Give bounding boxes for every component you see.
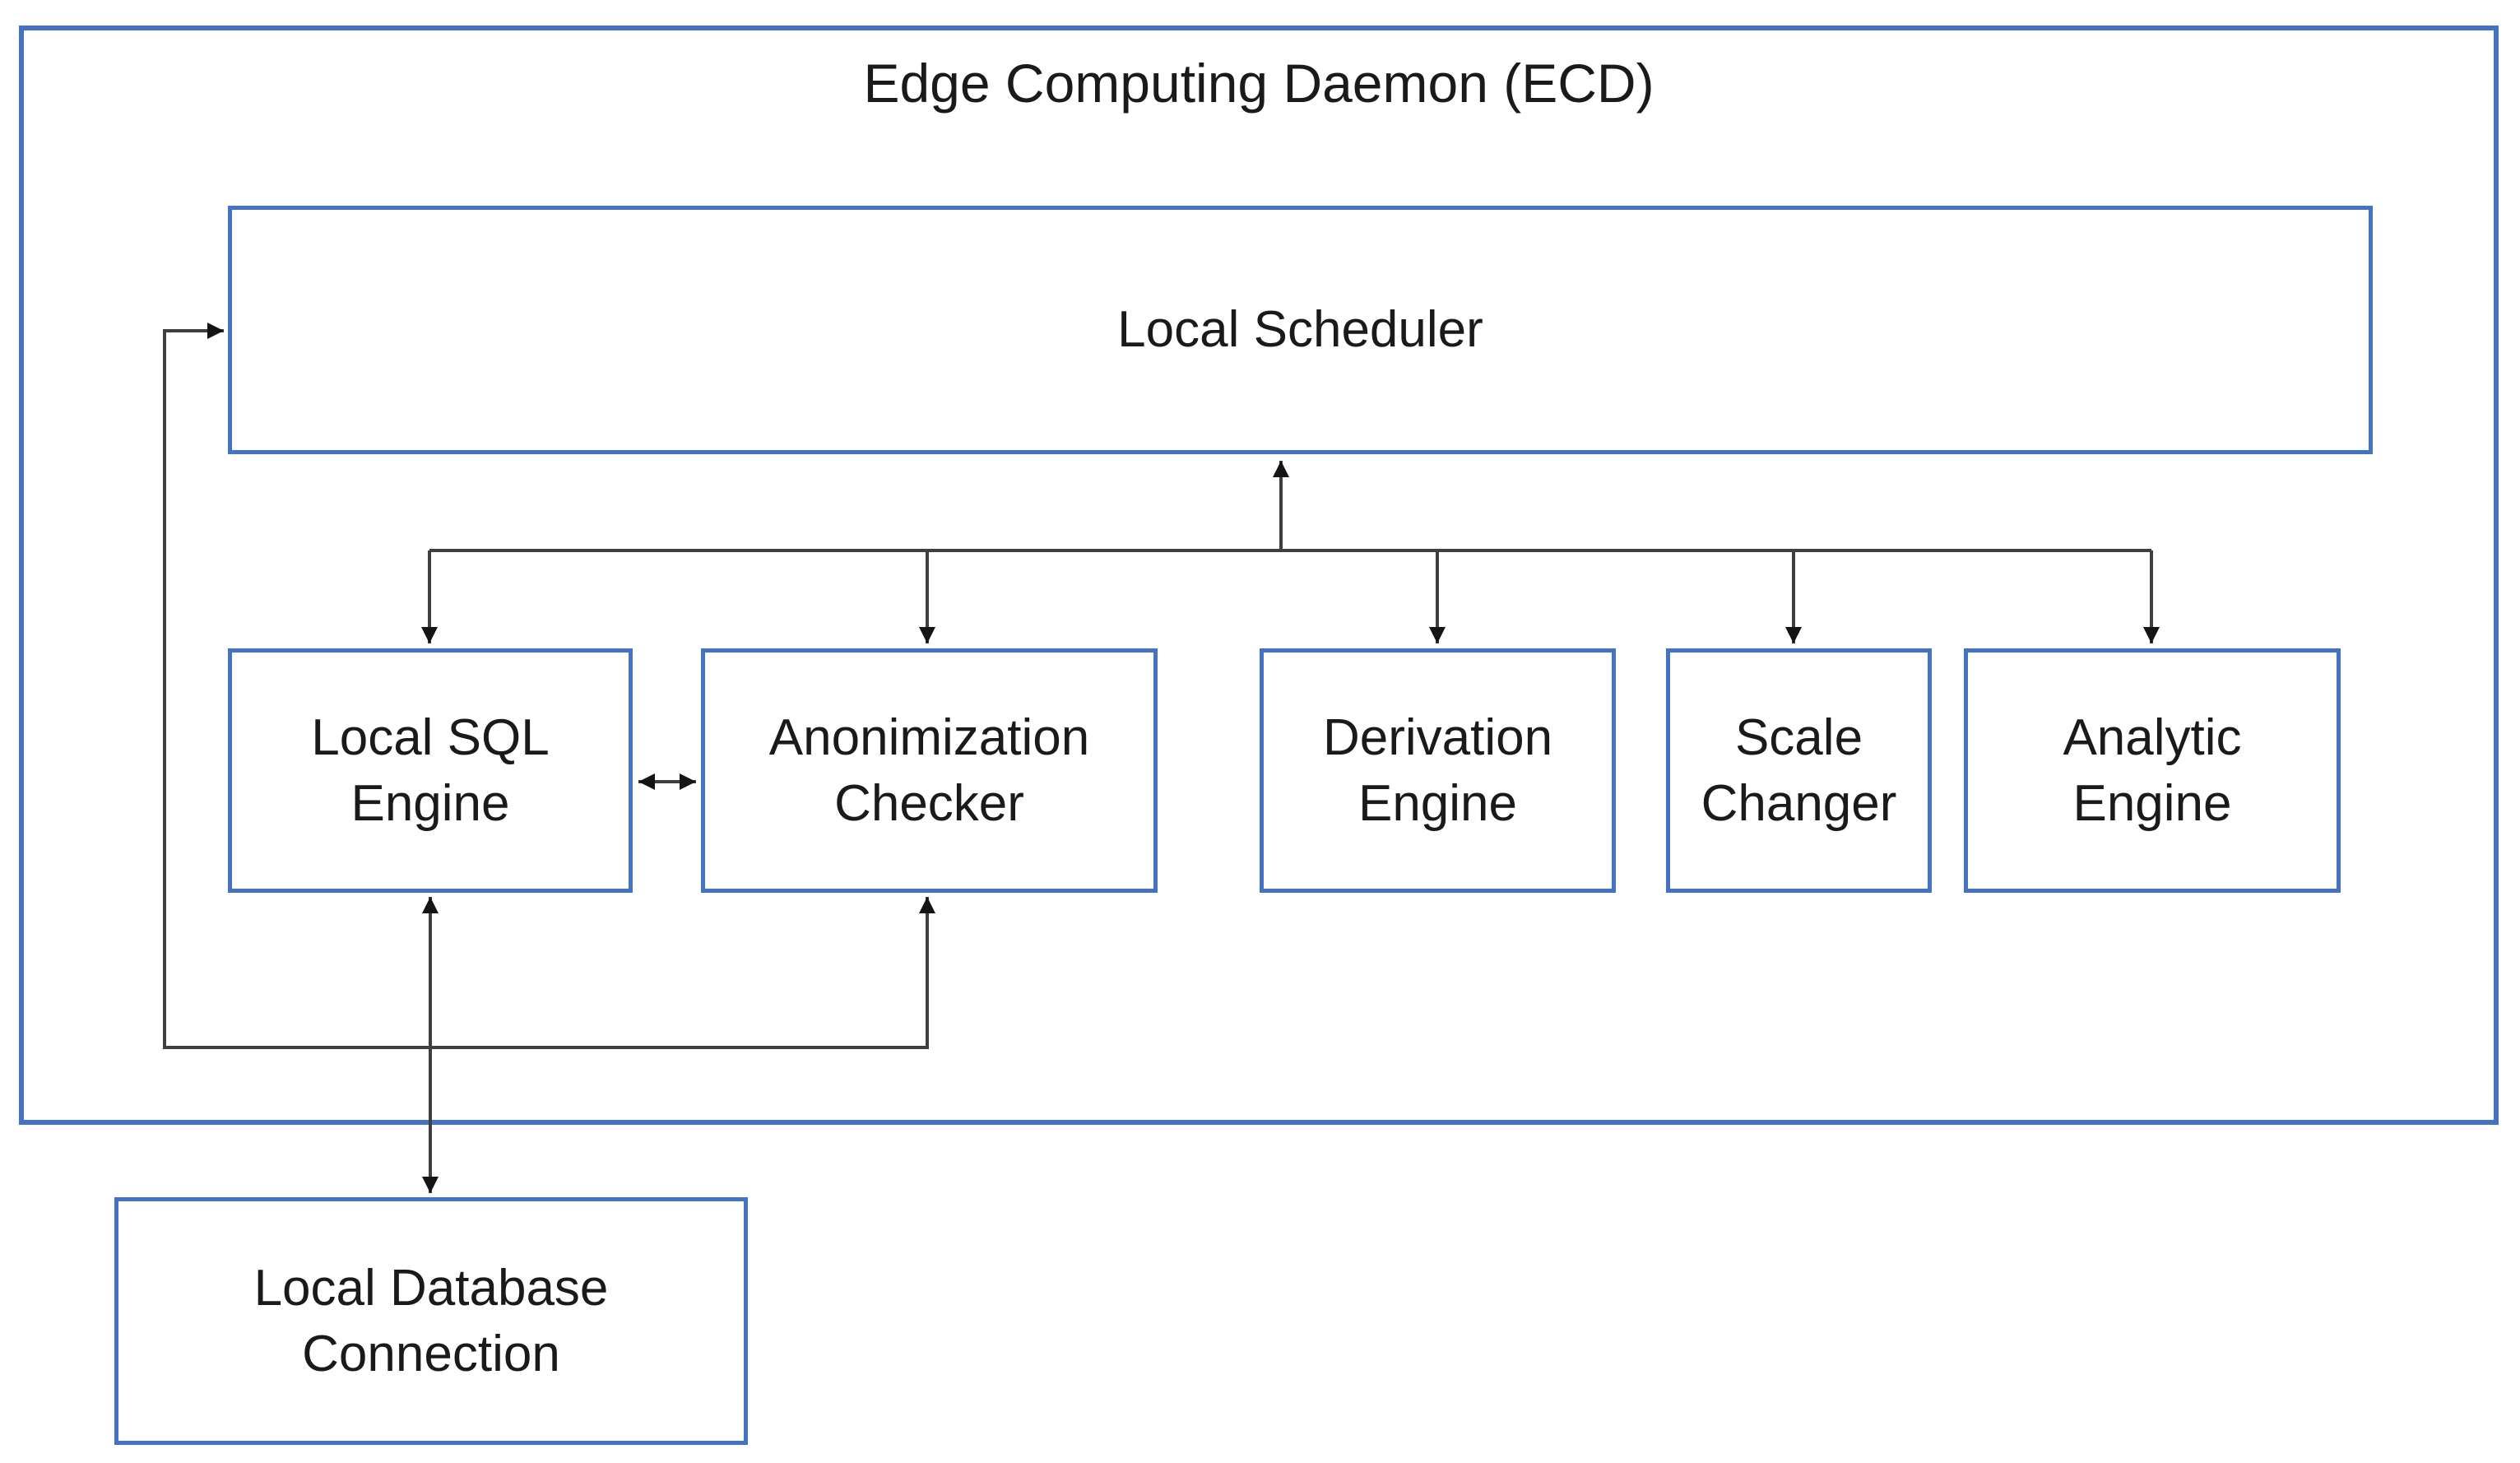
ecd-title: Edge Computing Daemon (ECD) <box>863 53 1654 114</box>
module-box-derivation-engine: Derivation Engine <box>1260 648 1616 893</box>
module-box-scale-changer: Scale Changer <box>1666 648 1932 893</box>
local-database-connection-box: Local Database Connection <box>114 1197 748 1445</box>
derivation-engine-label: Derivation Engine <box>1322 709 1553 832</box>
ecd-container-box: Edge Computing Daemon (ECD) <box>19 26 2499 1125</box>
local-sql-engine-label: Local SQL Engine <box>311 709 550 832</box>
module-box-analytic-engine: Analytic Engine <box>1964 648 2341 893</box>
local-database-connection-label: Local Database Connection <box>253 1260 609 1382</box>
analytic-engine-label: Analytic Engine <box>2063 709 2242 832</box>
local-scheduler-box: Local Scheduler <box>228 206 2373 454</box>
anonimization-checker-label: Anonimization Checker <box>768 709 1090 832</box>
local-scheduler-label: Local Scheduler <box>1117 301 1483 359</box>
module-box-anonimization-checker: Anonimization Checker <box>701 648 1158 893</box>
module-box-local-sql-engine: Local SQL Engine <box>228 648 633 893</box>
scale-changer-label: Scale Changer <box>1701 709 1897 832</box>
